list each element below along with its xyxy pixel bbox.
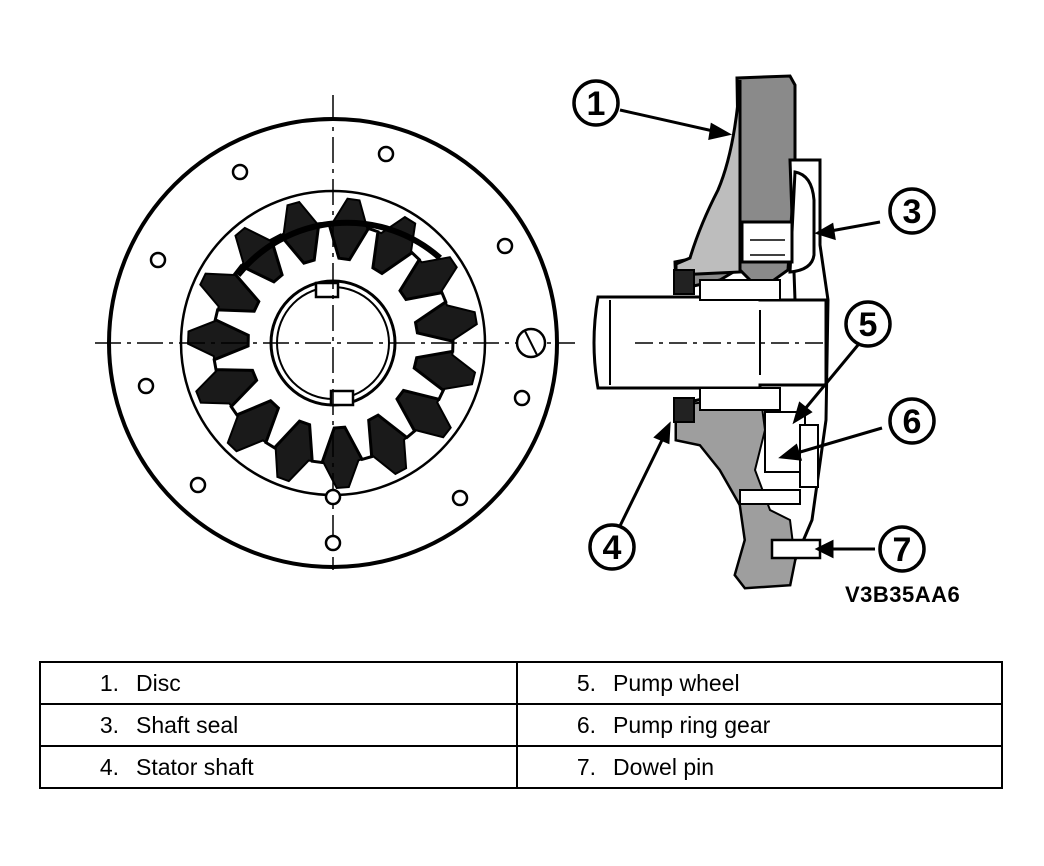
bolt-hole	[324, 488, 342, 506]
callout-7: 7	[878, 525, 926, 573]
callout-1: 1	[572, 79, 620, 127]
callout-label: 5	[859, 306, 878, 344]
leader-lines	[616, 108, 883, 559]
legend-item-number: 6.	[576, 711, 597, 738]
pump-diagram: 1 3 4 5 6 7	[95, 74, 936, 590]
callout-4: 4	[588, 523, 636, 571]
legend-cell: 4. Stator shaft	[38, 745, 519, 789]
bolt-hole	[451, 489, 469, 507]
legend-item-number: 5.	[576, 669, 597, 696]
legend-item-name: Disc	[136, 669, 181, 696]
callout-label: 6	[903, 403, 922, 441]
callout-5: 5	[844, 300, 892, 348]
legend-item-number: 7.	[576, 753, 597, 780]
pump-side-view	[592, 74, 830, 590]
legend-row: 3. Shaft seal 6. Pump ring gear	[38, 703, 1003, 747]
legend-item-name: Pump ring gear	[613, 711, 771, 738]
legend-item-name: Stator shaft	[136, 753, 254, 780]
bolt-hole	[324, 534, 342, 552]
callouts: 1 3 4 5 6 7	[572, 79, 936, 573]
callout-3: 3	[888, 187, 936, 235]
bolt-hole	[137, 377, 155, 395]
legend-cell: 7. Dowel pin	[516, 745, 1003, 789]
legend-item-name: Pump wheel	[613, 669, 740, 696]
pump-front-view	[95, 95, 575, 570]
legend-table: 1. Disc 5. Pump wheel 3. Shaft seal 6. Pump rin…	[38, 661, 1003, 789]
bolt-hole	[513, 389, 531, 407]
legend-cell: 5. Pump wheel	[516, 661, 1003, 705]
bolt-hole	[377, 145, 395, 163]
bolt-hole	[149, 251, 167, 269]
callout-label: 3	[903, 193, 922, 231]
callout-label: 1	[587, 85, 606, 123]
legend-cell: 6. Pump ring gear	[516, 703, 1003, 747]
legend-cell: 1. Disc	[38, 661, 519, 705]
legend-row: 1. Disc 5. Pump wheel	[38, 661, 1003, 705]
bolt-hole	[231, 163, 249, 181]
legend-cell: 3. Shaft seal	[38, 703, 519, 747]
legend-item-name: Shaft seal	[136, 711, 239, 738]
legend-item-number: 3.	[99, 711, 119, 738]
legend-item-number: 4.	[99, 753, 119, 780]
bolt-hole	[189, 476, 207, 494]
callout-label: 4	[603, 529, 622, 567]
legend-item-name: Dowel pin	[613, 753, 715, 780]
figure-code: V3B35AA6	[845, 582, 961, 607]
bolt-hole	[496, 237, 514, 255]
callout-label: 7	[893, 531, 912, 569]
callout-6: 6	[888, 397, 936, 445]
legend-row: 4. Stator shaft 7. Dowel pin	[38, 745, 1003, 789]
legend-item-number: 1.	[99, 669, 119, 696]
